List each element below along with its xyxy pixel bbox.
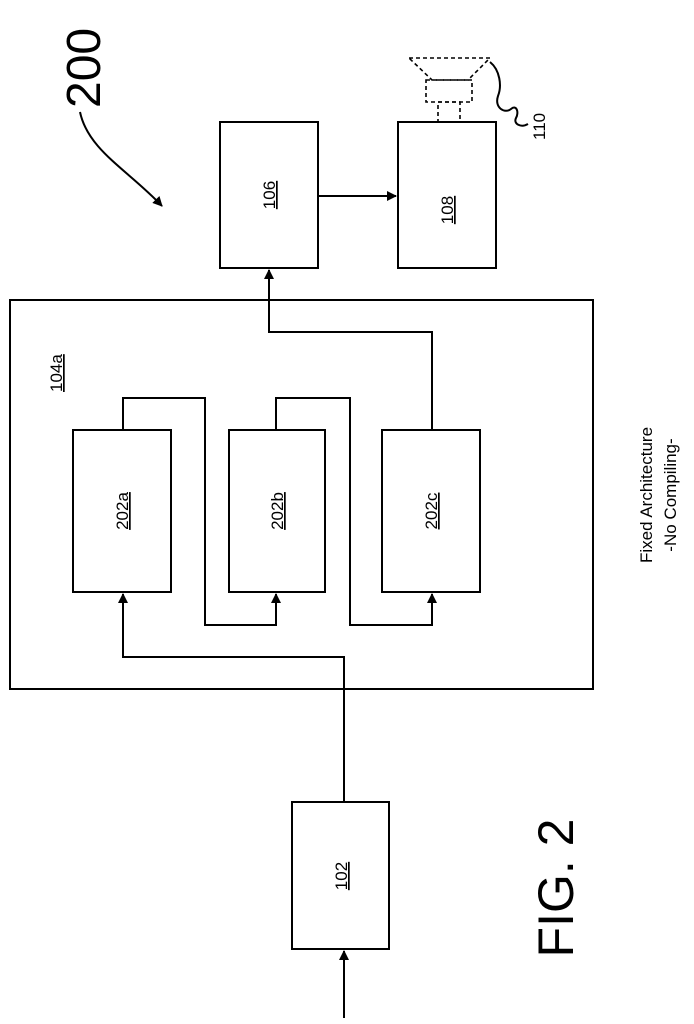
note-line-2: -No Compiling- [661,438,680,551]
figure-number-arrow [80,112,162,206]
block-202c-label: 202c [422,492,441,529]
block-104a-label: 104a [47,354,66,392]
block-202b-label: 202b [268,492,287,530]
block-110-label: 110 [530,113,549,140]
note-line-1: Fixed Architecture [637,427,656,563]
speaker-leader-line [490,62,528,126]
block-106-label: 106 [260,181,279,209]
speaker-icon [409,58,490,122]
block-108 [398,122,496,268]
block-202a-label: 202a [113,492,132,530]
figure-caption: FIG. 2 [528,819,584,958]
block-102-label: 102 [332,862,351,890]
block-108-label: 108 [438,196,457,224]
figure-number: 200 [58,28,111,108]
